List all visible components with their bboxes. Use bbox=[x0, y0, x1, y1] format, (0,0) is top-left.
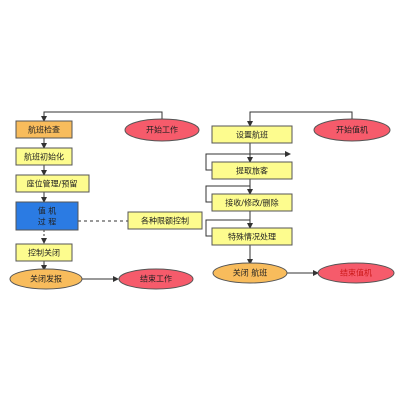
accept-edit-delete-label: 接收/修改/删除 bbox=[225, 198, 278, 208]
close-flight-label: 关闭 航班 bbox=[233, 268, 268, 278]
close-report-ellipse bbox=[9, 268, 83, 290]
accept-edit-delete-box bbox=[211, 193, 293, 212]
end-checkin-label: 结束值机 bbox=[340, 268, 372, 278]
flight-check-label: 航班检查 bbox=[28, 125, 60, 135]
control-close-box bbox=[15, 243, 73, 262]
end-checkin-ellipse bbox=[317, 262, 395, 284]
start-work-label: 开始工作 bbox=[146, 125, 178, 135]
special-handling-label: 特殊情况处理 bbox=[228, 232, 276, 242]
permission-control-label: 各种限额控制 bbox=[141, 216, 189, 226]
seat-manage-box bbox=[15, 174, 90, 193]
checkin-process-line2: 过 程 bbox=[38, 217, 57, 227]
left-flow: 航班检查 开始工作 航班初始化 座位管理/预留 值 机 过 程 各种限额控制 控… bbox=[9, 111, 203, 290]
close-flight-ellipse bbox=[212, 262, 288, 284]
end-work-label: 结束工作 bbox=[140, 274, 172, 284]
connector-start-work-to-flight-check bbox=[41, 111, 163, 122]
loop-accept-back bbox=[205, 185, 250, 203]
set-flight-label: 设置航班 bbox=[236, 130, 268, 140]
right-connectors bbox=[205, 111, 353, 276]
set-flight-box bbox=[211, 125, 293, 144]
connector-start-checkin-to-set-flight bbox=[247, 111, 353, 127]
checkin-process-box bbox=[15, 201, 79, 231]
loop-fetch-back bbox=[205, 151, 291, 171]
fetch-passenger-label: 提取旅客 bbox=[236, 166, 268, 176]
start-work-ellipse bbox=[124, 118, 200, 142]
control-close-label: 控制关闭 bbox=[28, 248, 60, 258]
special-handling-box bbox=[211, 227, 293, 246]
permission-control-box bbox=[127, 211, 203, 230]
right-flow: 设置航班 开始值机 提取旅客 接收/修改/删除 特殊情况处理 关闭 航班 结束值… bbox=[205, 111, 395, 284]
seat-manage-label: 座位管理/预留 bbox=[27, 179, 78, 189]
end-work-ellipse bbox=[118, 268, 194, 290]
start-checkin-ellipse bbox=[313, 118, 391, 142]
flight-init-box bbox=[15, 147, 73, 166]
close-report-label: 关闭发报 bbox=[30, 274, 62, 284]
flight-check-box bbox=[15, 120, 73, 139]
flight-init-label: 航班初始化 bbox=[24, 152, 64, 162]
checkin-process-line1: 值 机 bbox=[38, 206, 57, 216]
fetch-passenger-box bbox=[211, 161, 293, 180]
loop-special-back bbox=[205, 219, 250, 237]
start-checkin-label: 开始值机 bbox=[336, 125, 368, 135]
left-connectors bbox=[41, 111, 163, 282]
